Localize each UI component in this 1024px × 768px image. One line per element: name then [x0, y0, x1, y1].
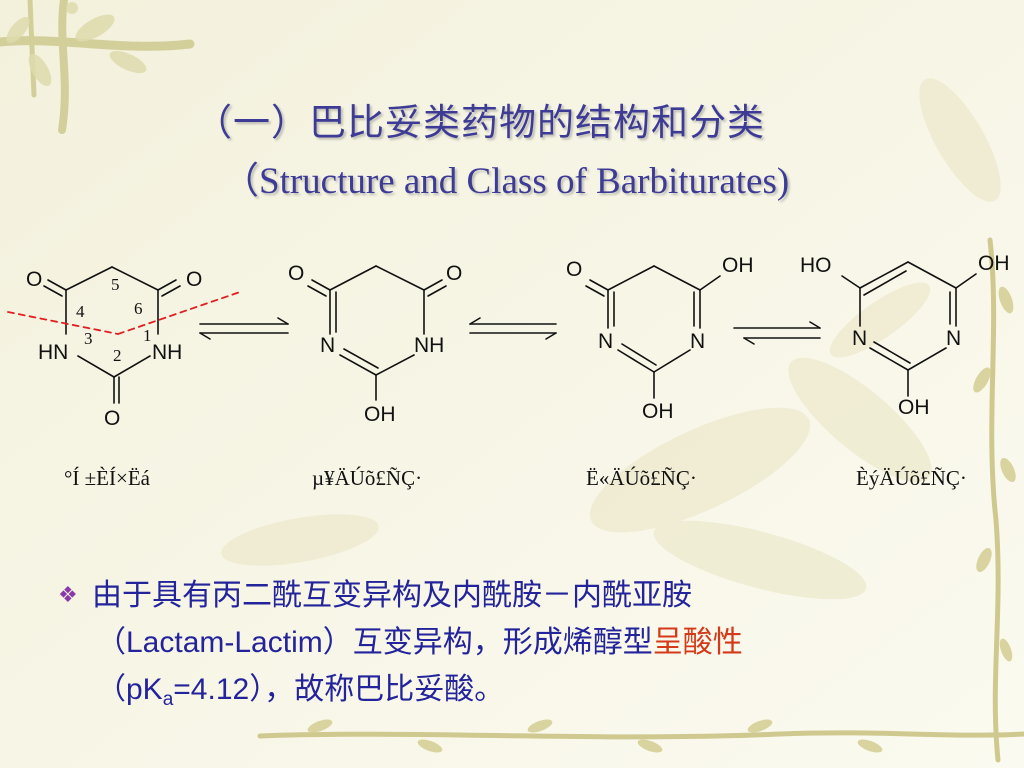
bullet-line-2: （Lactam-Lactim）互变异构，形成烯醇型呈酸性	[96, 619, 952, 666]
s1-position-3: 3	[84, 329, 93, 348]
pka-value: =4.12	[173, 673, 250, 706]
bullet-diamond-icon: ❖	[58, 583, 78, 608]
s1-position-4: 4	[76, 302, 85, 321]
bullet-line-2-rest: ）互变异构，形成烯醇型	[322, 625, 653, 660]
caption-structure-1: °Í ±ÈÍ×Ëá	[64, 466, 150, 490]
pka-subscript: a	[162, 689, 174, 710]
bullet-line-2-open: （	[96, 625, 126, 660]
s3-n-left: N	[598, 330, 613, 353]
s2-oh-bottom: OH	[364, 403, 396, 426]
s1-position-2: 2	[113, 346, 122, 365]
leaves-top-left	[6, 2, 147, 87]
caption-structure-3: Ë«ÄÚõ£ÑÇ·	[586, 466, 697, 490]
vine-bottom	[257, 730, 1024, 740]
s4-ho-left: HO	[800, 254, 832, 277]
s1-nh-left: HN	[38, 341, 68, 364]
s3-oh-right: OH	[722, 254, 754, 277]
bullet-line-3: （pKa=4.12），故称巴比妥酸。	[96, 666, 952, 723]
s1-o-left: O	[26, 268, 42, 291]
s3-o-left: O	[566, 258, 582, 281]
s3-n-right: N	[690, 330, 705, 353]
structure-3-bonds	[585, 265, 721, 399]
s4-n-right: N	[946, 327, 961, 350]
leaf-shadows	[221, 78, 1001, 600]
s3-oh-bottom: OH	[642, 400, 674, 423]
bullet-line-1: 由于具有丙二酰互变异构及内酰胺－内酰亚胺	[92, 578, 692, 613]
acidic-highlight: 呈酸性	[652, 625, 743, 660]
caption-structure-4: ÈýÄÚõ£ÑÇ·	[856, 466, 967, 490]
leaves-bottom	[307, 719, 883, 753]
bullet-line-3-rest: ），故称巴比妥酸。	[249, 672, 505, 707]
structure-4-bonds	[841, 261, 977, 397]
s4-oh-bottom: OH	[898, 396, 930, 419]
dashed-cleavage-lines	[7, 291, 241, 335]
s1-o-right: O	[186, 268, 202, 291]
s1-position-5: 5	[111, 275, 120, 294]
s1-nh-right: NH	[152, 341, 182, 364]
s4-n-left: N	[852, 327, 867, 350]
tautomer-structures: O O HN NH O 5 4 6 3 1 2 O O N NH OH O OH…	[7, 252, 1010, 430]
lactam-lactim-term: Lactam-Lactim	[126, 626, 323, 659]
s4-oh-right: OH	[978, 252, 1010, 275]
structure-1-bonds	[43, 266, 181, 404]
bullet-line-3-open: （	[96, 672, 126, 707]
s1-position-6: 6	[134, 299, 143, 318]
s2-o-right: O	[446, 262, 462, 285]
s2-nh-right: NH	[414, 334, 444, 357]
structure-2-bonds	[307, 265, 447, 401]
equilibrium-arrow-2	[469, 317, 557, 340]
title-chinese: （一）巴比妥类药物的结构和分类	[195, 101, 765, 144]
equilibrium-arrow-1	[199, 317, 289, 340]
leaves-right	[973, 286, 1016, 662]
title-english: （Structure and Class of Barbiturates)	[222, 161, 790, 202]
equilibrium-arrow-3	[733, 321, 821, 345]
s1-position-1: 1	[143, 326, 152, 345]
s2-n-left: N	[320, 334, 335, 357]
s1-o-bottom: O	[104, 407, 120, 430]
bullet-text: 由于具有丙二酰互变异构及内酰胺－内酰亚胺 （Lactam-Lactim）互变异构…	[92, 572, 952, 723]
caption-structure-2: µ¥ÄÚõ£ÑÇ·	[312, 466, 423, 490]
s2-o-left: O	[288, 262, 304, 285]
vine-right	[987, 237, 1001, 763]
bamboo-frame-top-left	[0, 0, 195, 134]
pka-label: pK	[126, 673, 163, 706]
